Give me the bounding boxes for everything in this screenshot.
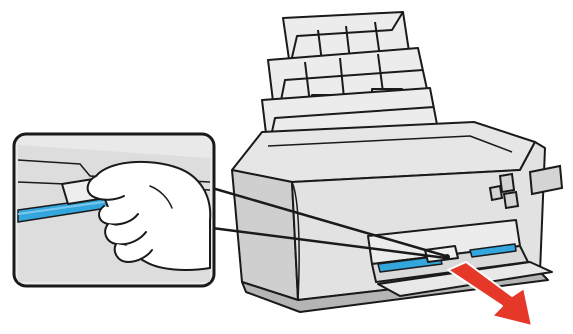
button-icon — [504, 192, 518, 208]
display-screen — [530, 166, 562, 194]
callout-point — [444, 254, 450, 260]
button-icon — [490, 186, 502, 200]
button-icon — [500, 174, 514, 192]
